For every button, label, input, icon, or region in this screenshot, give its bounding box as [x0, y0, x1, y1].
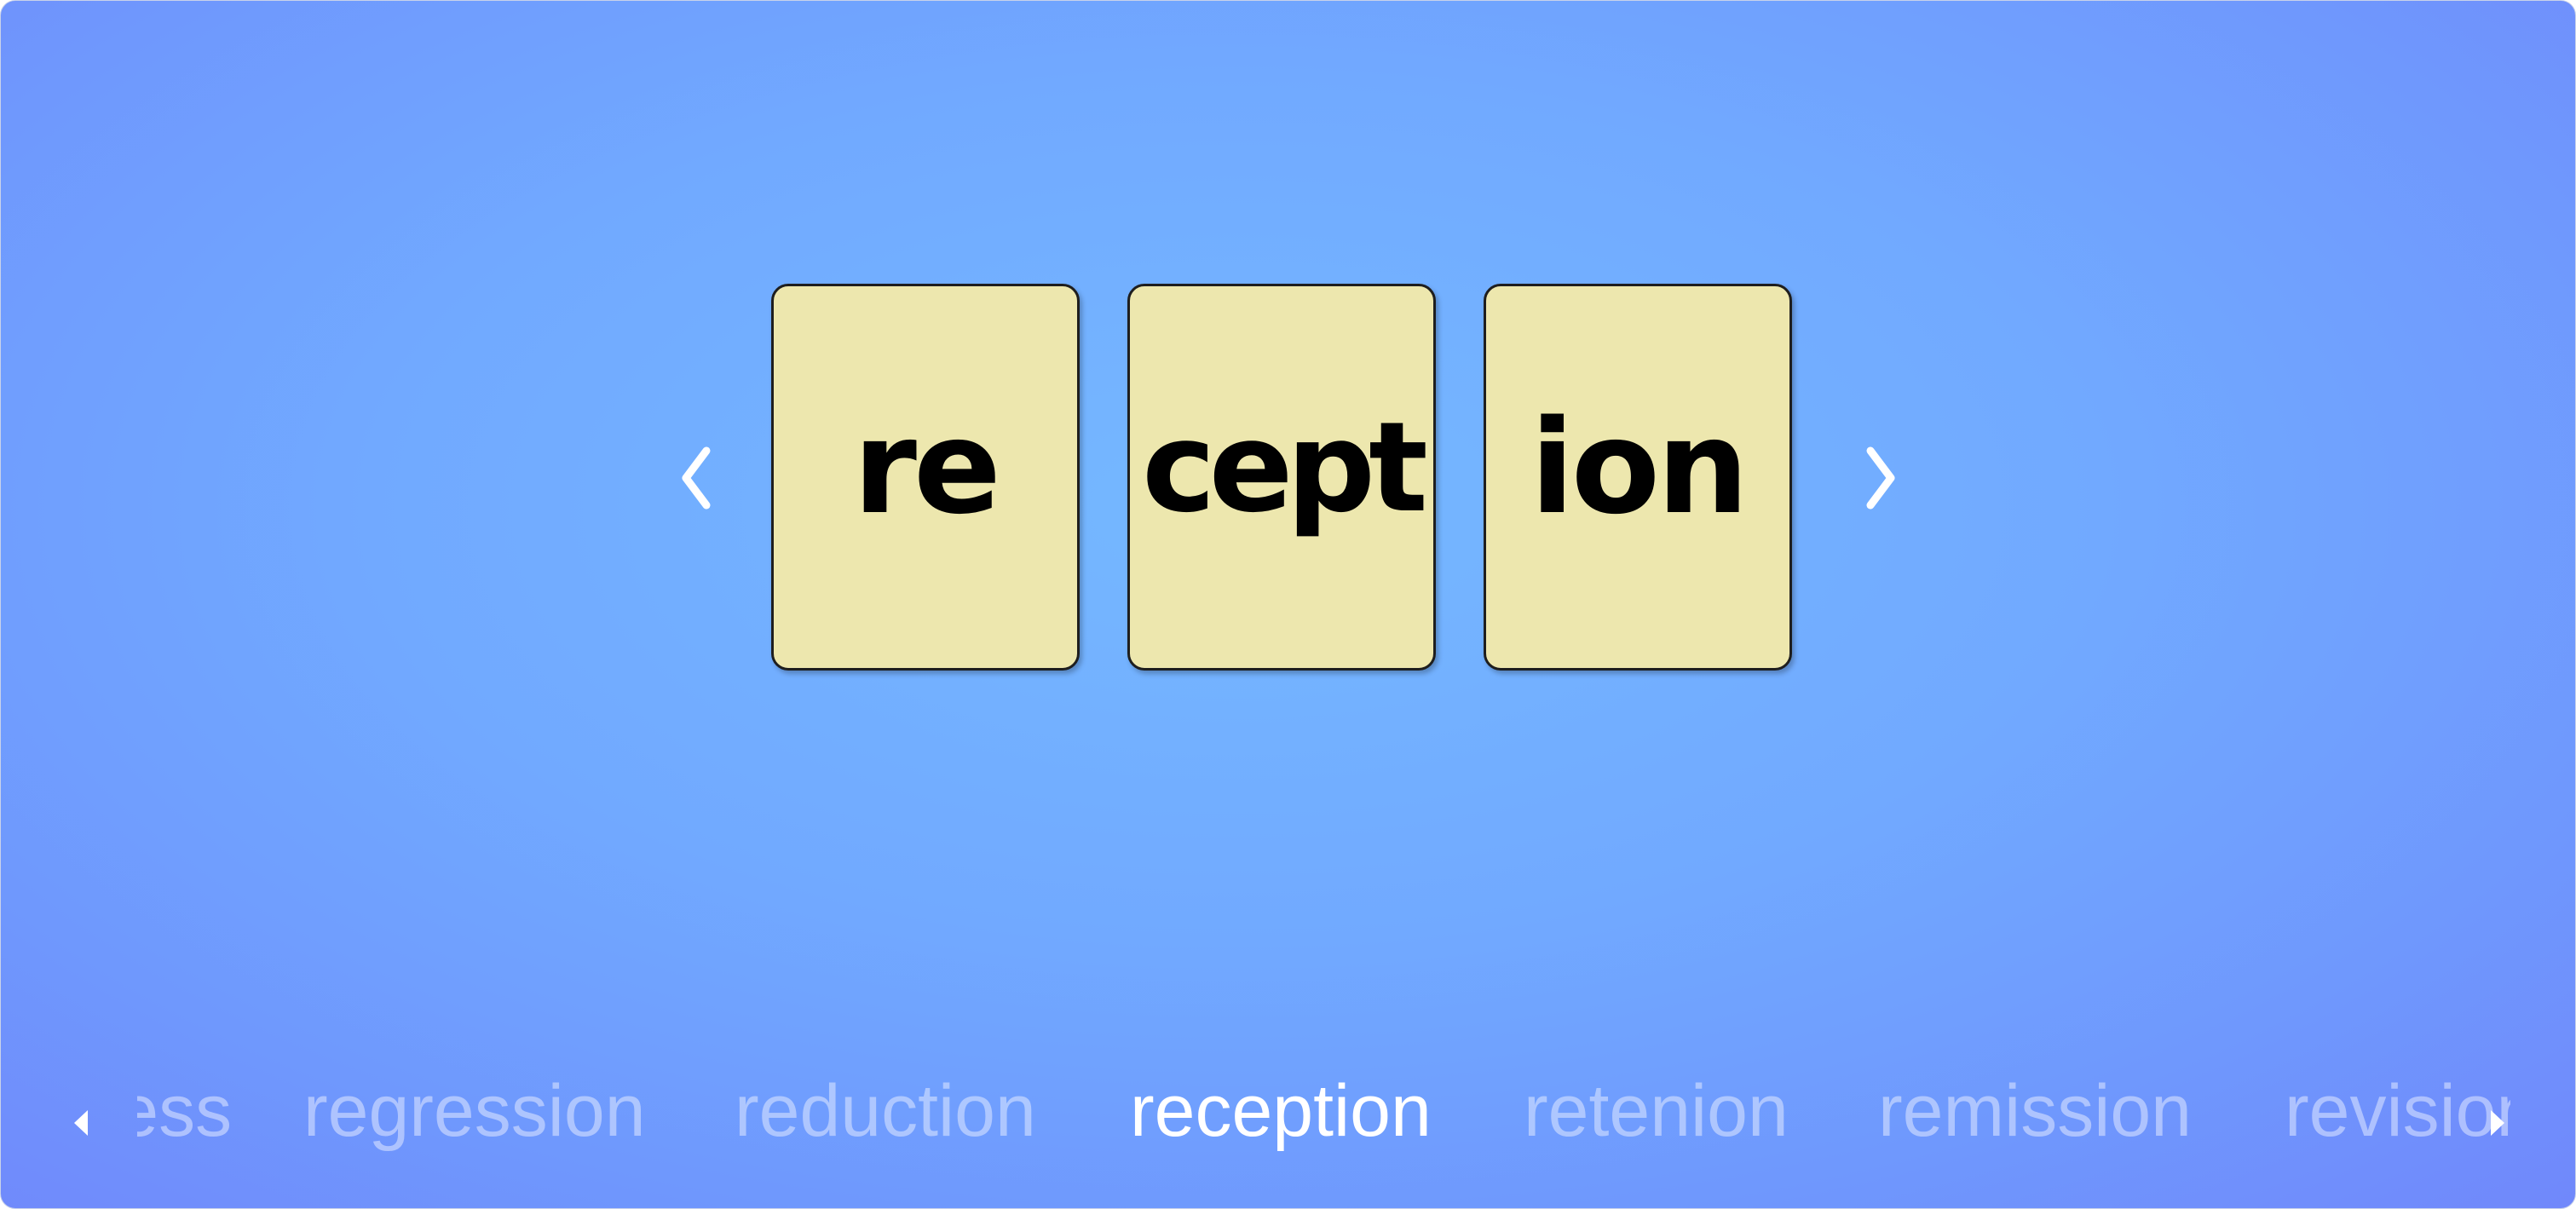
word-list: process regression reduction reception r… [1, 1057, 2575, 1177]
syllable-text: cept [1142, 395, 1428, 540]
word-list-item-remission[interactable]: remission [1878, 1070, 2192, 1152]
syllable-card-2[interactable]: cept [1127, 284, 1436, 671]
chevron-right-icon [1866, 446, 1895, 510]
chevron-left-icon [682, 446, 711, 510]
word-list-item-regression[interactable]: regression [303, 1070, 646, 1152]
syllable-card-1[interactable]: re [771, 284, 1080, 671]
triangle-left-icon[interactable] [74, 1110, 88, 1136]
word-list-item-reduction[interactable]: reduction [735, 1070, 1036, 1152]
triangle-right-icon[interactable] [2491, 1110, 2504, 1136]
previous-word-button[interactable] [672, 444, 723, 512]
word-list-item-process[interactable]: process [137, 1070, 233, 1152]
word-list-item-retenion[interactable]: retenion [1524, 1070, 1789, 1152]
word-list-item-revision[interactable]: revision [2285, 1070, 2510, 1152]
next-word-button[interactable] [1853, 444, 1905, 512]
syllable-card-3[interactable]: ion [1484, 284, 1792, 671]
syllable-cards: re cept ion [771, 284, 1792, 671]
syllable-text: ion [1530, 392, 1749, 543]
word-list-item-reception[interactable]: reception [1130, 1070, 1432, 1152]
word-list-viewport: process regression reduction reception r… [137, 1057, 2510, 1177]
syllable-text: re [852, 392, 1001, 543]
